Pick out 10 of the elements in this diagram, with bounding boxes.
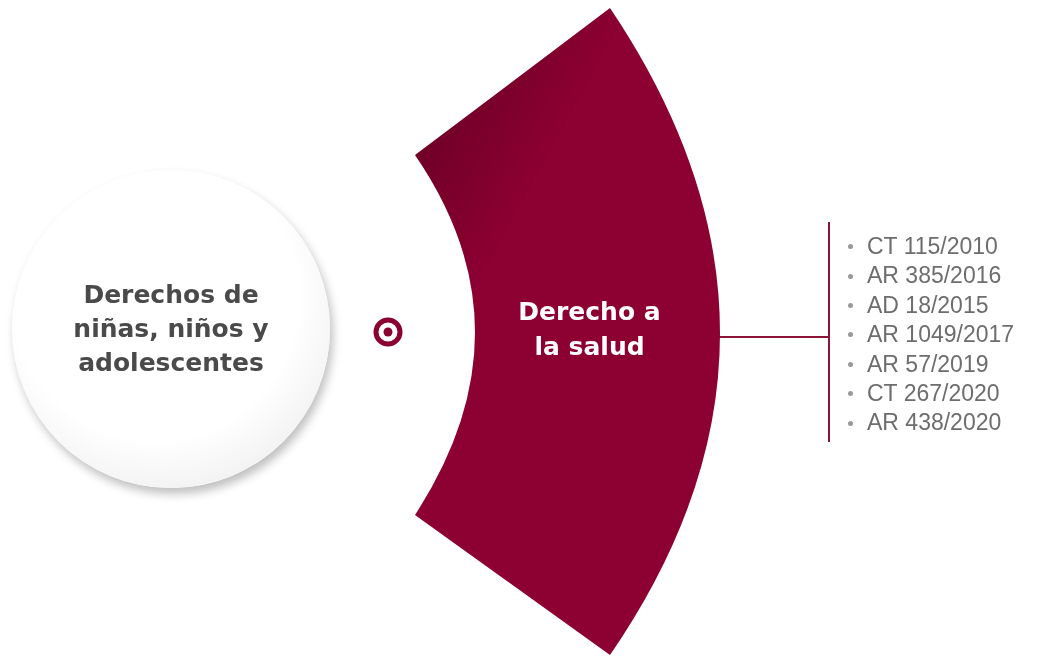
list-item: CT 115/2010 <box>867 232 998 261</box>
node-label: Derechos de niñas, niños y adolescentes <box>72 279 270 379</box>
node-label: Derecho a la salud <box>517 296 662 363</box>
list-item: AD 18/2015 <box>867 290 989 320</box>
list-item: AR 1049/2017 <box>867 320 1015 350</box>
list-item: AR 385/2016 <box>867 261 1002 291</box>
list-item: CT 267/2020 <box>867 379 1000 409</box>
list-item: AR 57/2019 <box>867 349 989 379</box>
list-item: AR 438/2020 <box>867 408 1002 438</box>
connector-line <box>717 336 829 338</box>
